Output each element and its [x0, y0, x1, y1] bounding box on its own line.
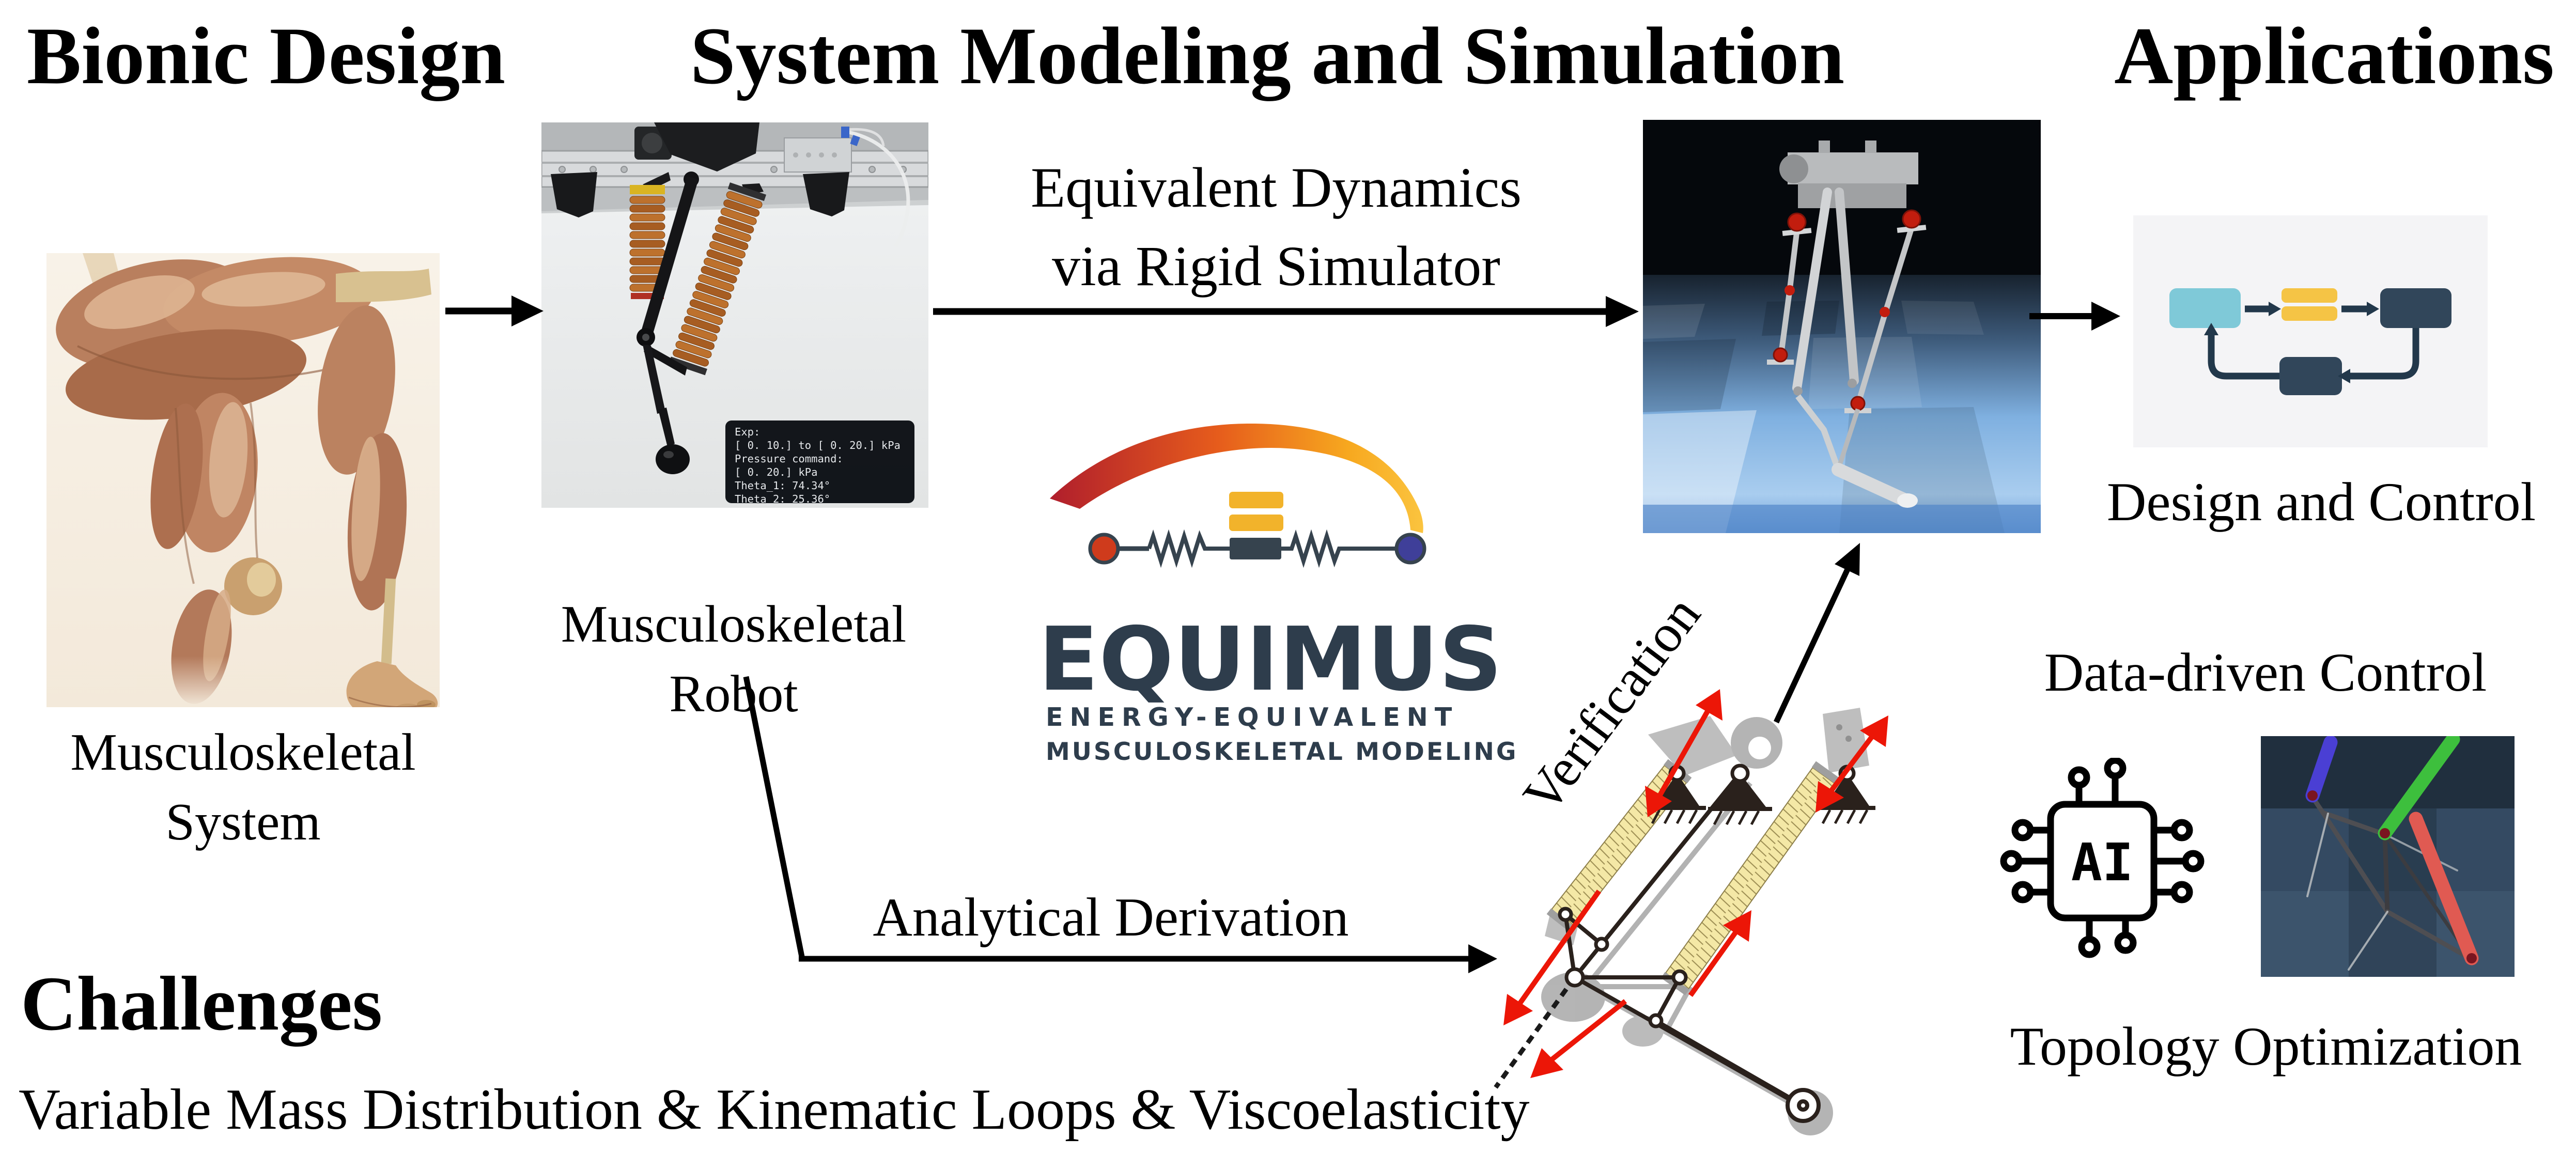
loop-equals-block [2282, 288, 2337, 321]
logo-swoosh [1050, 423, 1423, 533]
verification-schematic [1494, 689, 1888, 1135]
topology-optimization-screenshot [2261, 736, 2515, 977]
ai-chip-label: AI [2071, 832, 2133, 893]
force-arrows [1503, 689, 1888, 1078]
caption-musculoskeletal-robot-line2: Robot [669, 664, 798, 723]
label-data-driven-control: Data-driven Control [2044, 642, 2487, 703]
hud-line-pressure-value: [ 0. 20.] kPa [735, 466, 817, 478]
logo-blue-node [1394, 533, 1426, 565]
hud-line-pressure-label: Pressure command: [735, 453, 843, 465]
caption-musculoskeletal-robot-line1: Musculoskeletal [561, 595, 907, 653]
foot-pulley [1786, 1088, 1821, 1123]
caption-musculoskeletal-system-line1: Musculoskeletal [70, 723, 416, 782]
header-bionic-design: Bionic Design [26, 11, 506, 101]
hud-line-theta1: Theta_1: 74.34° [735, 479, 830, 492]
logo-equals-icon [1229, 492, 1283, 531]
logo-tagline-line2: MUSCULOSKELETAL MODELING [1046, 738, 1518, 766]
rigid-simulator-screenshot [1643, 120, 2041, 533]
logo-muscle-spring-diagram [1088, 529, 1426, 568]
label-equivalent-dynamics-line1: Equivalent Dynamics [1030, 156, 1522, 219]
logo-tagline-line1: ENERGY-EQUIVALENT [1046, 703, 1459, 732]
equimus-logo-graphic [1050, 423, 1426, 568]
right-pneumatic-muscle [669, 182, 767, 376]
sim-floor-checker [1643, 301, 2041, 533]
musculoskeletal-robot-photo: Exp: [ 0. 10.] to [ 0. 20.] kPa Pressure… [541, 122, 928, 508]
header-system-modeling: System Modeling and Simulation [690, 11, 1845, 101]
topo-green-muscle [2378, 736, 2460, 840]
left-clamp [551, 172, 597, 217]
caption-musculoskeletal-system: Musculoskeletal System [46, 718, 440, 857]
sim-robot-leg [1767, 141, 1927, 508]
robot-foot [656, 444, 690, 474]
topo-floor-checker [2261, 736, 2515, 977]
label-equivalent-dynamics-line2: via Rigid Simulator [1052, 234, 1500, 298]
caption-musculoskeletal-robot: Musculoskeletal Robot [527, 590, 940, 729]
loop-plant-block [2169, 288, 2241, 328]
hud-line-theta2: Theta_2: 25.36° [735, 493, 830, 505]
musculoskeletal-anatomy-image [46, 253, 440, 707]
label-equivalent-dynamics: Equivalent Dynamics via Rigid Simulator [945, 149, 1607, 306]
ai-chip-icon: AI [2000, 758, 2205, 958]
experiment-hud-panel: Exp: [ 0. 10.] to [ 0. 20.] kPa Pressure… [725, 420, 914, 505]
loop-arrowheads [2204, 302, 2379, 383]
header-applications: Applications [2114, 11, 2554, 101]
logo-red-node [1088, 533, 1120, 565]
robot-hip-bracket [654, 122, 759, 172]
dashed-axis [1494, 976, 1577, 1089]
label-topology-optimization: Topology Optimization [2010, 1016, 2522, 1077]
topo-blue-muscle [2305, 736, 2338, 803]
heading-challenges: Challenges [21, 961, 383, 1047]
label-analytical-derivation: Analytical Derivation [873, 887, 1349, 947]
design-control-loop-diagram [2133, 215, 2488, 447]
hud-line-exp: Exp: [735, 426, 760, 438]
loop-model-block [2380, 288, 2451, 328]
hud-line-range: [ 0. 10.] to [ 0. 20.] kPa [735, 439, 901, 451]
loop-controller-block [2279, 357, 2342, 395]
caption-musculoskeletal-system-line2: System [165, 792, 321, 851]
arrow-anatomy-to-robot [445, 295, 544, 326]
logo-wordmark: EQUIMUS [1038, 609, 1503, 711]
topo-red-muscle [2409, 812, 2479, 965]
arrow-simulator-to-applications [2029, 302, 2120, 331]
right-clamp [803, 172, 849, 216]
text-challenges-detail: Variable Mass Distribution & Kinematic L… [19, 1078, 1530, 1142]
label-design-and-control: Design and Control [2106, 472, 2536, 532]
loop-arrows [2208, 305, 2419, 380]
